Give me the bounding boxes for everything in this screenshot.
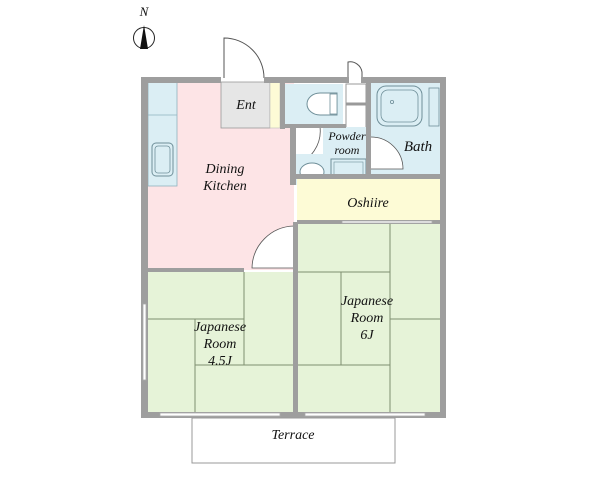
bath-label: Bath [403,139,433,155]
entrance-door-icon [223,37,265,79]
powder-room-label: Powder room [328,129,366,158]
entrance-label: Ent [236,98,256,113]
kitchen-counter [147,81,178,187]
japanese-room-large-floor [297,224,440,412]
japanese-room-small-floor [148,272,293,412]
japanese-room-small-label: Japanese Room 4.5J [193,320,247,369]
oshiire-floor [297,179,440,221]
compass-north-label: N [139,4,149,19]
shoe-cabinet [269,81,281,129]
kitchen-sink-icon [151,142,174,177]
terrace-floor [191,417,396,464]
bathtub-icon [376,85,423,127]
utility-door-icon [347,61,363,78]
north-arrow-icon [133,25,155,49]
japanese-room-large-label: Japanese Room 6J [340,294,394,343]
compass: N [132,4,156,52]
toilet-icon [306,92,338,116]
oshiire-label: Oshiire [347,196,389,211]
terrace-label: Terrace [271,428,315,443]
entrance-floor [220,81,271,129]
bath-door-icon [370,136,404,170]
dining-kitchen-label: Dining Kitchen [203,162,247,194]
